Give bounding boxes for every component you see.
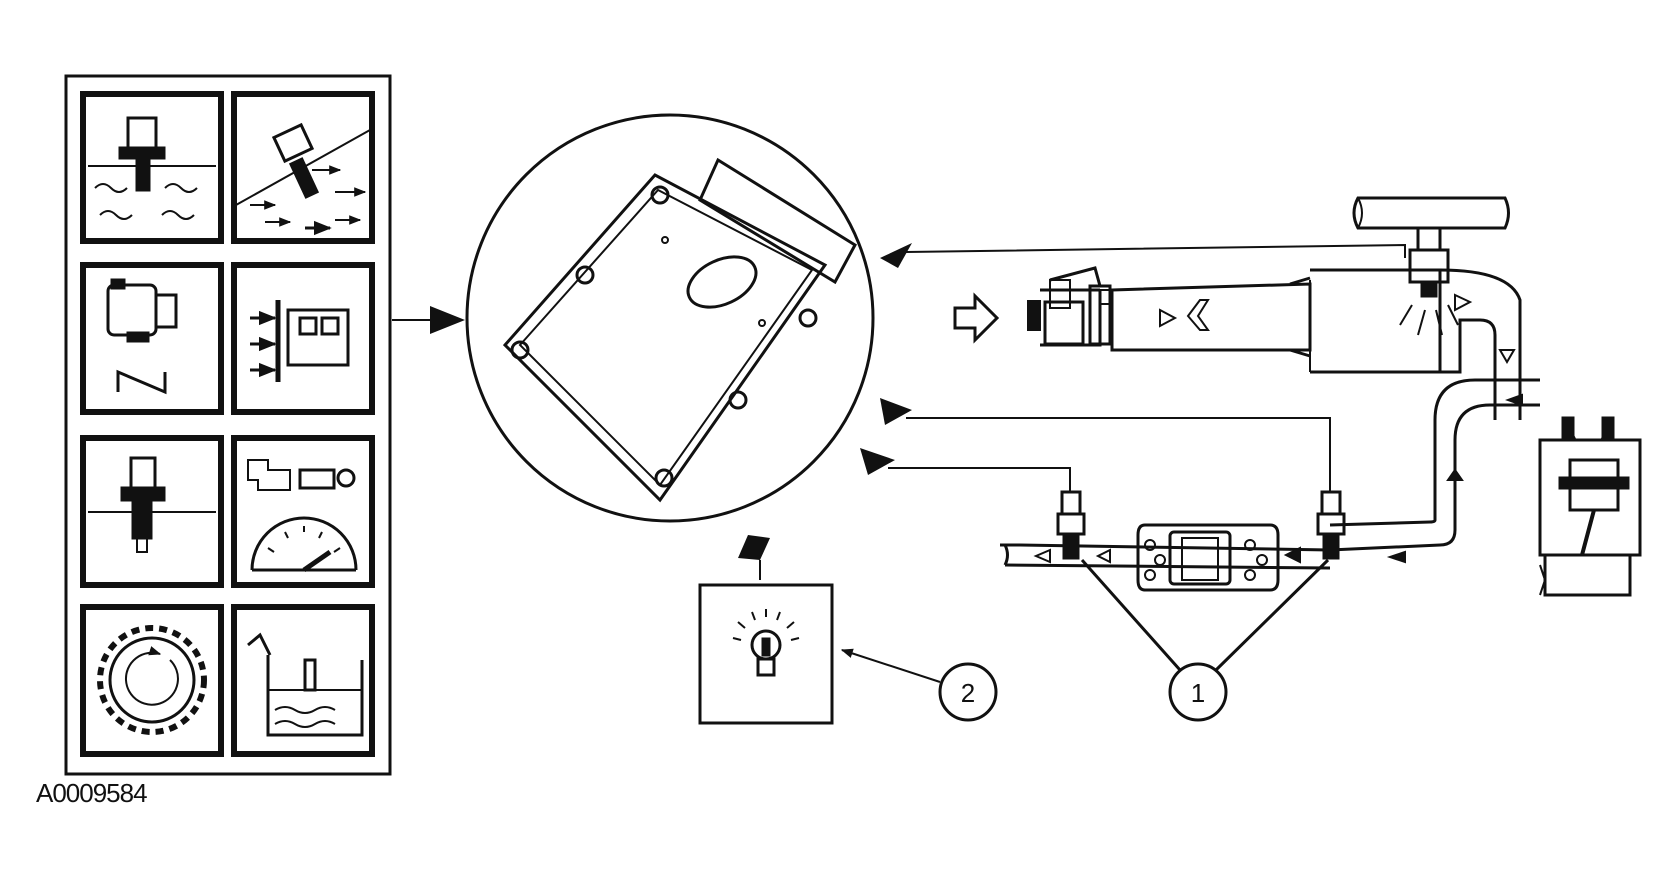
intake-air-temperature-sensor-icon — [231, 91, 375, 244]
vehicle-speed-sensor-icon — [231, 435, 375, 588]
oil-temperature-sensor-icon — [80, 435, 224, 588]
malfunction-indicator-lamp-icon — [698, 583, 834, 725]
pcm-module-icon — [465, 113, 875, 523]
pcm-signal-lines — [759, 243, 1406, 580]
exhaust-arrows — [1033, 393, 1523, 564]
sensor-input-arrow — [392, 306, 465, 334]
fuel-level-sensor-icon — [231, 604, 375, 757]
coolant-temperature-sensor-icon — [80, 91, 224, 244]
intake-manifold-icon — [1027, 266, 1522, 420]
callout-2: 2 — [840, 648, 998, 722]
pcm-input-arrowheads — [738, 243, 912, 560]
fuel-injector-icon — [1352, 196, 1510, 336]
engine-cylinder-icon — [1538, 416, 1642, 597]
callout-1: 1 — [1080, 558, 1330, 722]
figure-code: A0009584 — [36, 778, 148, 808]
intake-arrows — [953, 292, 1516, 364]
map-sensor-icon — [231, 262, 375, 415]
throttle-position-sensor-icon — [80, 262, 224, 415]
sensor-panel — [64, 74, 392, 776]
crankshaft-position-sensor-icon — [80, 604, 224, 757]
oxygen-sensor-icon — [1056, 490, 1346, 560]
exhaust-pipe — [1000, 378, 1540, 570]
catalytic-converter-icon — [1136, 523, 1280, 592]
callout-1-label: 1 — [1191, 678, 1205, 708]
callout-2-label: 2 — [961, 678, 975, 708]
